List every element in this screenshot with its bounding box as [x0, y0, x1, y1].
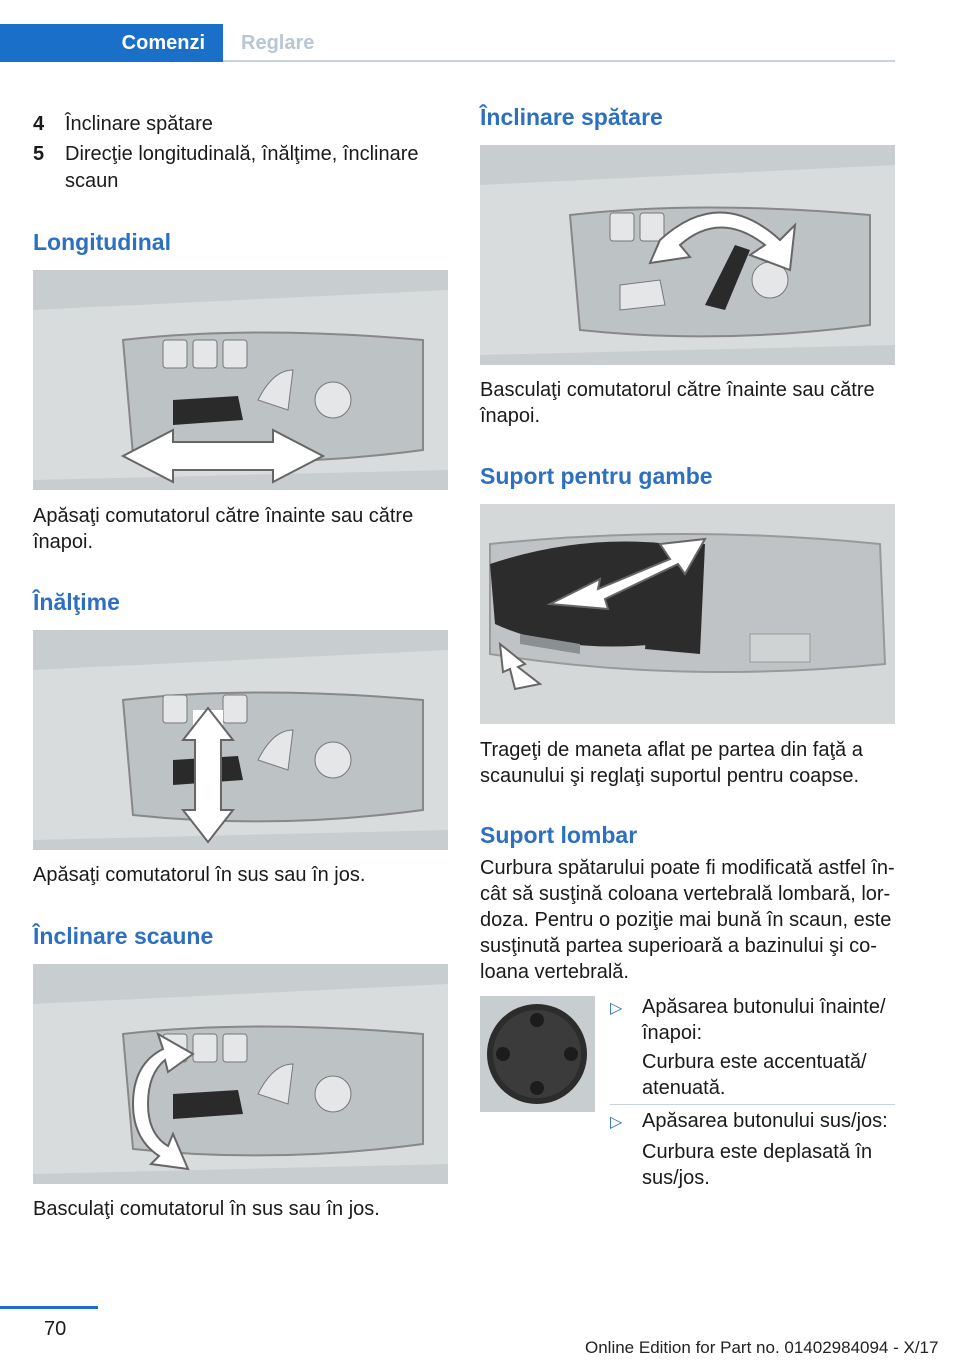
seat-image-thigh-support: [480, 504, 895, 724]
heading-inclinare-spatare: Înclinare spătare: [480, 104, 663, 130]
lombar-description: Curbura spătarului poate fi modificată a…: [480, 857, 895, 983]
heading-longitudinal: Longitudinal: [33, 229, 171, 255]
caption-inclinare-spatare: Basculaţi comutatorul către înainte sau …: [480, 379, 875, 427]
item-number: 5: [33, 143, 45, 165]
bullet-triangle-icon: ▷: [610, 1114, 623, 1131]
caption-inclinare-scaune: Basculaţi comutatorul în sus sau în jos.: [33, 1198, 380, 1220]
lumbar-button-image: [480, 996, 595, 1112]
item-number: 4: [33, 113, 45, 135]
heading-suport-lombar: Suport lombar: [480, 822, 638, 848]
section-tabs: Comenzi Reglare: [0, 24, 895, 62]
footer-accent-line: [0, 1306, 98, 1309]
item-text: Înclinare spătare: [65, 113, 213, 135]
heading-suport-gambe: Suport pentru gambe: [480, 463, 713, 489]
seat-image-height: [33, 630, 448, 850]
caption-suport-gambe: Trageţi de maneta aflat pe partea din fa…: [480, 739, 863, 787]
heading-inclinare-scaune: Înclinare scaune: [33, 923, 214, 949]
bullet-divider: [610, 1104, 895, 1105]
edition-note: Online Edition for Part no. 01402984094 …: [585, 1338, 939, 1357]
bullet-head: Apăsarea butonului sus/jos:: [642, 1110, 888, 1132]
page-number: 70: [44, 1318, 67, 1340]
tab-reglare[interactable]: Reglare: [241, 31, 315, 54]
bullet-detail-text: Curbura este accentuată/ atenuată.: [642, 1051, 867, 1099]
tab-underline: [223, 60, 895, 62]
caption-inaltime: Apăsaţi comutatorul în sus sau în jos.: [33, 864, 366, 886]
bullet-head: Apăsarea butonului înainte/ înapoi:: [642, 996, 886, 1044]
bullet-triangle-icon: ▷: [610, 1000, 623, 1017]
bullet-detail-text: Curbura este deplasată în sus/jos.: [642, 1141, 873, 1189]
seat-image-backrest: [480, 145, 895, 365]
caption-longitudinal: Apăsaţi comutatorul către înainte sau că…: [33, 505, 414, 553]
heading-inaltime: Înălţime: [33, 589, 120, 615]
tab-comenzi[interactable]: Comenzi: [0, 24, 223, 62]
item-text: Direcţie longitudinală, înălţime, înclin…: [65, 143, 419, 192]
seat-image-longitudinal: [33, 270, 448, 490]
seat-image-tilt: [33, 964, 448, 1184]
